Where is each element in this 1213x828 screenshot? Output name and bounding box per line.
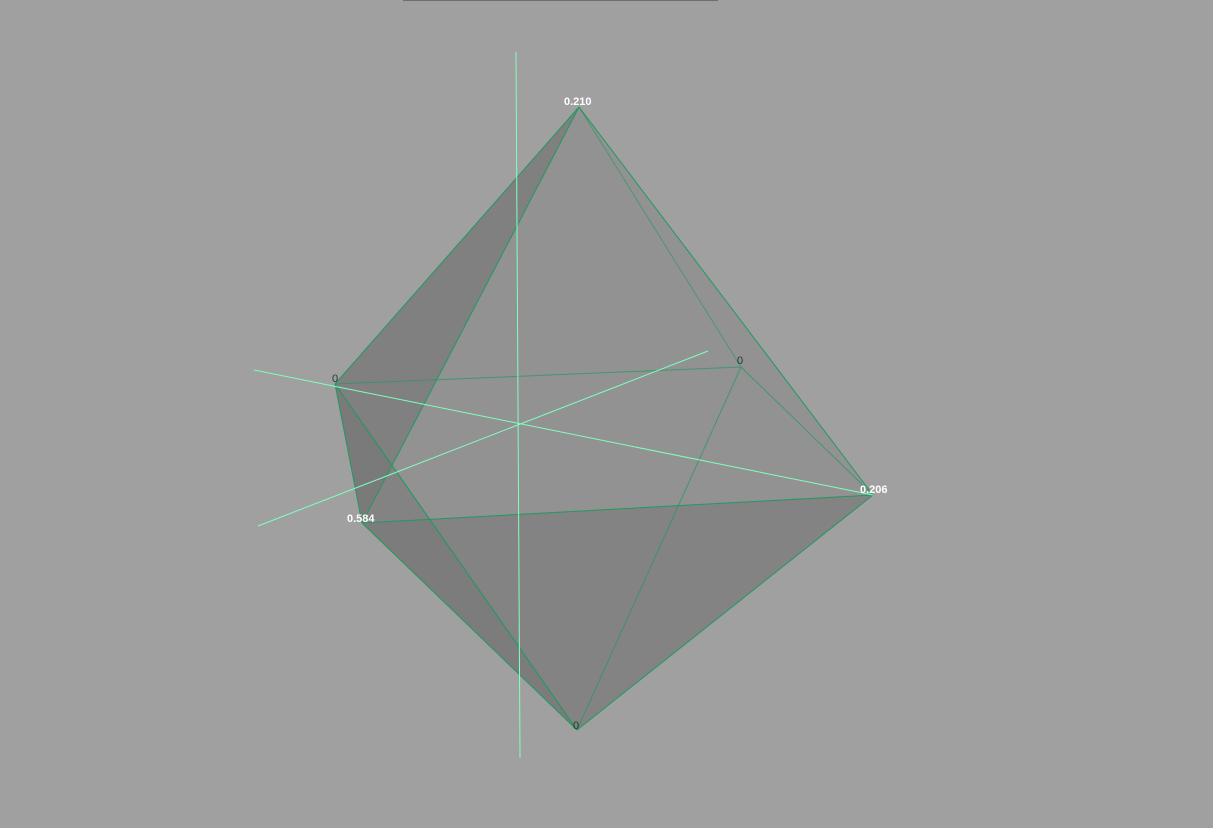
vertex-label-left: 0 [332,373,338,385]
vertex-label-right: 0.206 [860,484,888,496]
edge-top-right [578,106,874,496]
face-top-front-right [362,107,873,523]
vertex-label-back-right: 0 [737,355,743,367]
axis-lines [253,51,874,759]
vertex-label-top: 0.210 [564,96,592,108]
face-top-left-front [335,107,579,523]
axis-depth [257,350,709,527]
edge-top-frontleft [361,106,580,524]
vertex-labels: 0.210 0 0 0.206 0.584 0 [332,96,888,732]
octahedron-edges [334,106,874,731]
octahedron-faces [335,107,873,730]
edge-right-backright [740,366,874,496]
viewport-top-rule [403,0,718,1]
edge-bottom-backright [576,366,742,731]
edge-frontleft-right [361,494,874,524]
edge-bottom-right [576,494,874,731]
edge-top-backright [578,106,742,368]
axis-vertical [515,51,521,759]
vertex-label-front-left: 0.584 [347,513,375,525]
edge-backright-left [334,366,742,385]
axis-horizontal [253,369,874,496]
edge-top-left [334,106,580,385]
edge-left-bottom-diag [334,383,578,731]
vertex-label-bottom: 0 [573,720,579,732]
edge-bottom-frontleft [361,522,578,731]
face-bottom-front-right [362,495,873,730]
edge-left-frontleft [334,383,363,524]
